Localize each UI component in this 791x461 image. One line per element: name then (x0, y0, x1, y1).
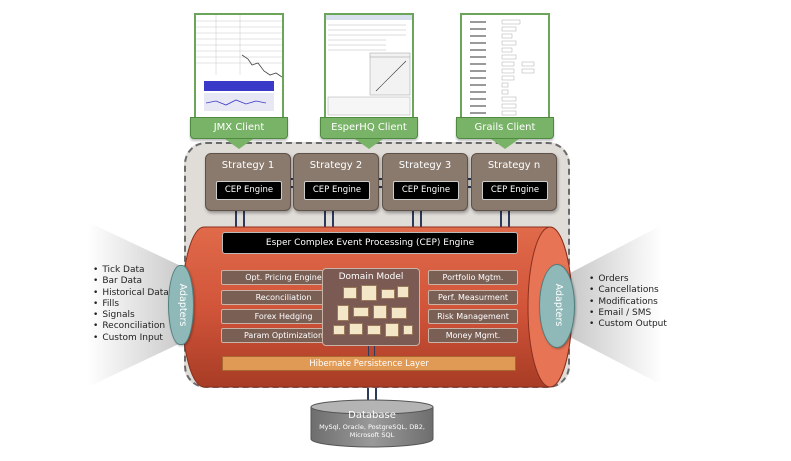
input-item: Custom Input (93, 333, 169, 344)
esper-cep-engine-bar: Esper Complex Event Processing (CEP) Eng… (222, 232, 518, 254)
right-adapter-label: Adapters (553, 283, 564, 327)
output-item: Orders (589, 274, 667, 285)
output-list: Orders Cancellations Modifications Email… (589, 274, 667, 330)
left-adapter-label: Adapters (177, 283, 188, 327)
database-vendors-line-1: MySql, Oracle, PostgreSQL, DB2, (319, 423, 425, 431)
jmx-client-screenshot (194, 13, 284, 119)
module-money-mgmt: Money Mgmt. (428, 328, 518, 343)
database-vendors-line-2: Microsoft SQL (349, 431, 395, 439)
strategy-3-cep-engine: CEP Engine (393, 181, 459, 200)
hibernate-persistence-layer: Hibernate Persistence Layer (222, 356, 516, 371)
jmx-client: JMX Client (190, 13, 288, 149)
esperhq-client: EsperHQ Client (320, 13, 418, 149)
domain-class-diagram-node (373, 305, 387, 319)
left-adapter (168, 265, 194, 345)
domain-class-diagram-node (391, 307, 407, 319)
domain-class-diagram-node (337, 305, 349, 321)
input-list: Tick Data Bar Data Historical Data Fills… (93, 265, 169, 344)
strategy-1-title: Strategy 1 (221, 160, 275, 171)
domain-persistence-link (368, 346, 375, 356)
domain-model-box: Domain Model (322, 268, 420, 346)
strategy-3-box: Strategy 3 CEP Engine (382, 153, 468, 211)
database-cylinder (310, 399, 434, 448)
strategy-n-link (500, 211, 510, 228)
input-item: Historical Data (93, 288, 169, 299)
module-portfolio-mgtm: Portfolio Mgtm. (428, 270, 518, 285)
grails-client-screenshot (460, 13, 550, 119)
domain-class-diagram-node (349, 323, 363, 335)
output-item: Cancellations (589, 285, 667, 296)
input-item: Tick Data (93, 265, 169, 276)
esperhq-client-arrow (355, 139, 383, 149)
grails-client: Grails Client (456, 13, 554, 149)
esperhq-client-label: EsperHQ Client (320, 117, 418, 139)
strategy-2-title: Strategy 2 (309, 160, 363, 171)
strategy-2-cep-engine: CEP Engine (304, 181, 370, 200)
strategy-3-link (412, 211, 422, 228)
input-item: Fills (93, 299, 169, 310)
domain-class-diagram-node (353, 307, 369, 317)
domain-class-diagram-node (343, 287, 357, 299)
esperhq-client-screenshot (324, 13, 414, 119)
strategy-n-title: Strategy n (487, 160, 541, 171)
output-item: Email / SMS (589, 308, 667, 319)
strategy-1-cep-engine: CEP Engine (216, 181, 282, 200)
input-item: Signals (93, 310, 169, 321)
strategy-3-title: Strategy 3 (398, 160, 452, 171)
module-perf-measurment: Perf. Measurment (428, 290, 518, 305)
domain-class-diagram-node (333, 325, 345, 335)
strategy-n-box: Strategy n CEP Engine (471, 153, 557, 211)
domain-class-diagram-node (361, 285, 377, 301)
domain-class-diagram-node (385, 323, 399, 337)
database-title: Database (348, 410, 396, 421)
grails-client-label: Grails Client (456, 117, 554, 139)
right-adapter (539, 264, 575, 348)
domain-class-diagram-node (397, 286, 409, 298)
grails-client-arrow (491, 139, 519, 149)
strategy-n-cep-engine: CEP Engine (482, 181, 548, 200)
database-link (367, 388, 377, 406)
domain-class-diagram-node (403, 325, 413, 335)
output-item: Modifications (589, 297, 667, 308)
input-item: Bar Data (93, 276, 169, 287)
module-reconciliation: Reconciliation (221, 290, 346, 305)
strategy-2-link (324, 211, 334, 228)
domain-class-diagram-node (367, 325, 381, 335)
jmx-client-arrow (225, 139, 253, 149)
module-risk-management: Risk Management (428, 309, 518, 324)
jmx-client-label: JMX Client (190, 117, 288, 139)
domain-model-title: Domain Model (338, 272, 404, 282)
domain-class-diagram-node (381, 289, 395, 299)
output-item: Custom Output (589, 319, 667, 330)
strategy-1-box: Strategy 1 CEP Engine (205, 153, 291, 211)
strategy-2-box: Strategy 2 CEP Engine (293, 153, 379, 211)
strategy-1-link (235, 211, 245, 228)
input-item: Reconciliation (93, 321, 169, 332)
